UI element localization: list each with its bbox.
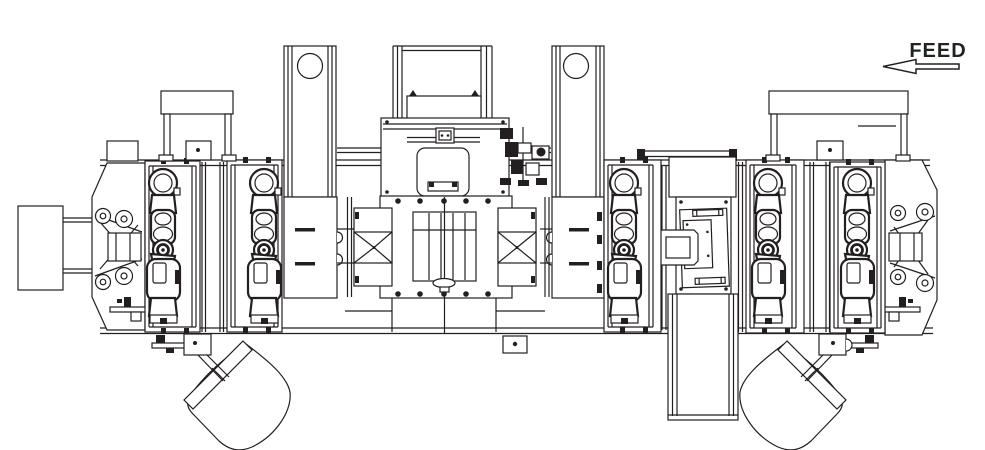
feed-annotation: FEED	[882, 40, 966, 75]
line-end-left	[91, 140, 148, 331]
station-fixture	[655, 229, 699, 266]
belt-pulleys-left	[94, 207, 134, 291]
die-clamp-right	[497, 207, 537, 287]
feed-label: FEED	[909, 40, 966, 62]
exit-conveyor	[667, 293, 739, 421]
junction-box-right	[816, 140, 844, 161]
moving-bolster	[337, 195, 552, 354]
tooling-station	[637, 149, 737, 295]
support-column-1	[283, 45, 344, 299]
overhead-beam-right	[765, 90, 911, 162]
feed-arrow-icon	[882, 58, 960, 75]
tilt-unit-left	[151, 333, 291, 450]
transfer-rails	[201, 162, 831, 332]
robot-cells	[144, 157, 886, 334]
supply-cabinet	[17, 205, 98, 291]
bolster-junction-box	[502, 335, 528, 354]
junction-box-left	[185, 140, 212, 161]
press-clamp-unit	[500, 127, 550, 186]
die-clamp-left	[353, 207, 393, 287]
tilt-bracket-left	[183, 333, 212, 356]
belt-pulleys-right	[889, 202, 935, 293]
tilt-bracket-right	[818, 333, 853, 356]
line-end-right	[882, 159, 938, 336]
overhead-beam-left	[158, 90, 237, 162]
tilt-unit-right	[739, 333, 879, 450]
support-column-2	[545, 45, 605, 299]
